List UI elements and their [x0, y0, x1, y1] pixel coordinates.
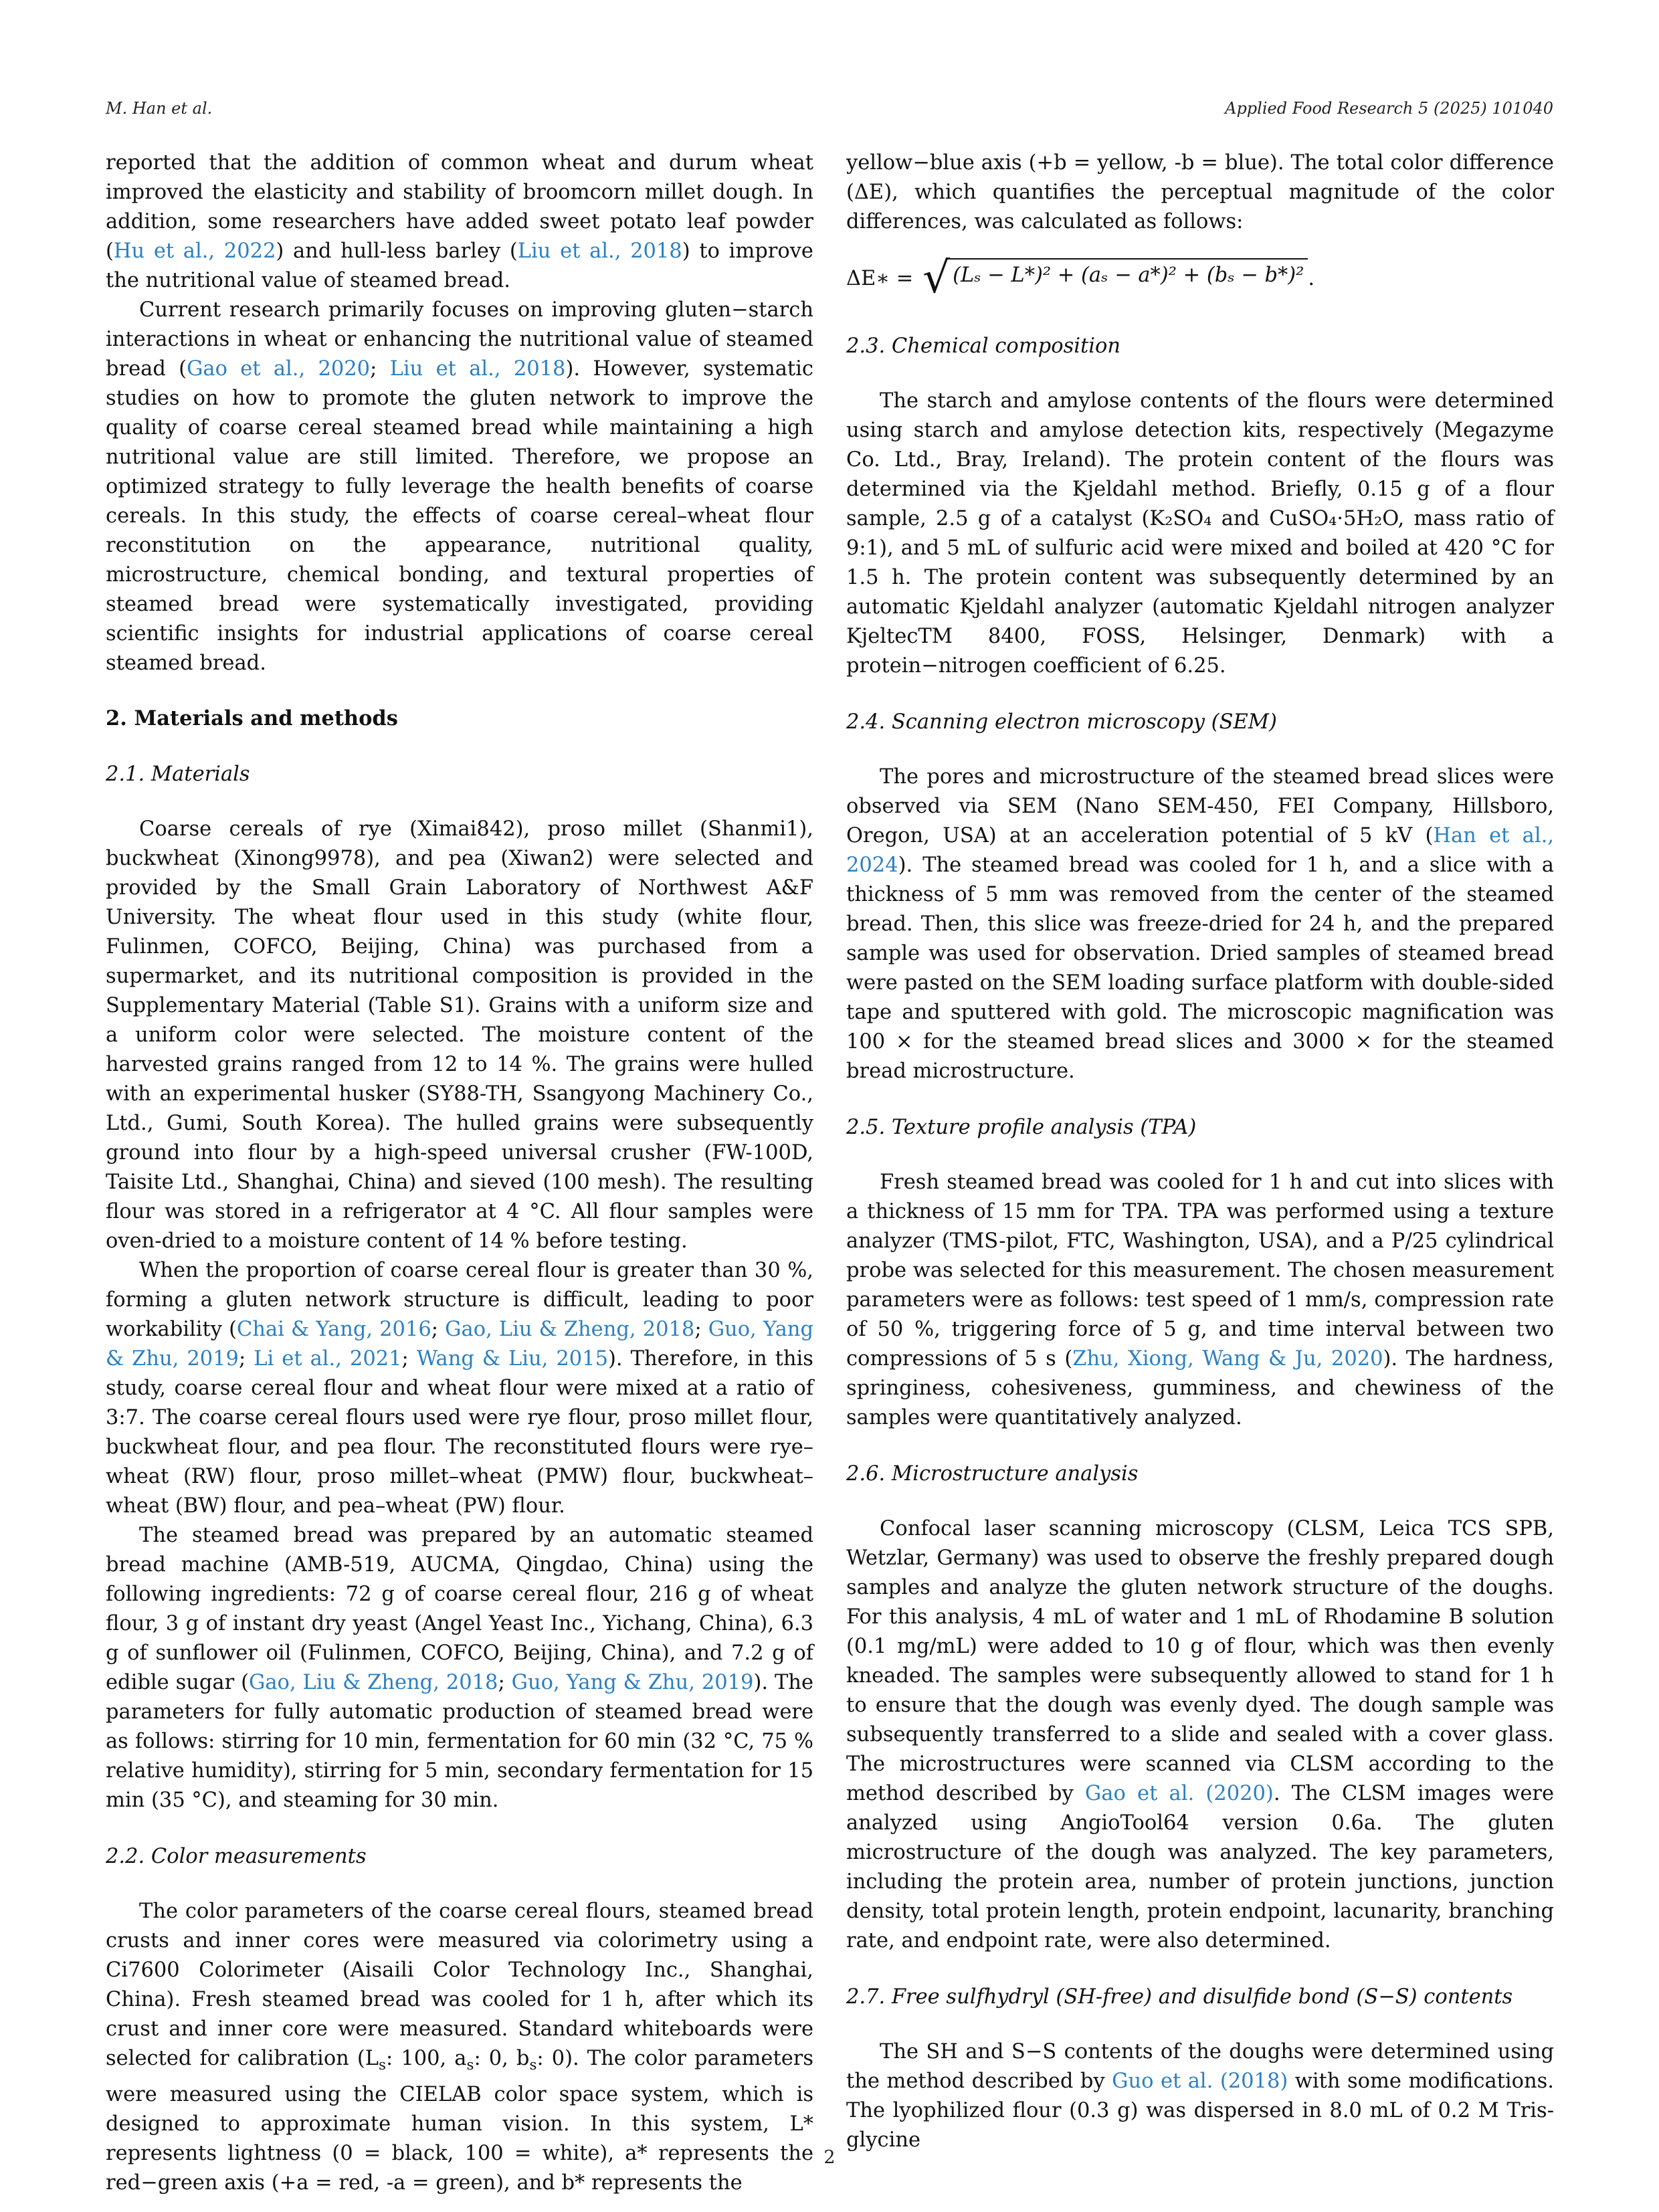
paragraph: The starch and amylose contents of the f… [846, 389, 1554, 678]
page-number: 2 [823, 2147, 836, 2168]
subsection-heading: 2.2. Color measurements [106, 1845, 367, 1868]
equation-lhs: ΔE∗ = [846, 266, 914, 290]
color-difference-equation: ΔE∗ = √ (Lₛ − L*)² + (aₛ − a*)² + (bₛ − … [846, 252, 1554, 305]
citation-link[interactable]: Gao, Liu & Zheng, 2018 [248, 1671, 498, 1694]
citation-link[interactable]: Hu et al., 2022 [113, 239, 276, 263]
paragraph: The SH and S−S contents of the doughs we… [846, 2040, 1554, 2152]
citation-link[interactable]: Chai & Yang, 2016 [236, 1318, 431, 1341]
subsection-heading: 2.4. Scanning electron microscopy (SEM) [846, 710, 1277, 734]
subsection-heading: 2.6. Microstructure analysis [846, 1462, 1139, 1486]
citation-link[interactable]: Han et al., 2024 [846, 824, 1555, 877]
paragraph: Fresh steamed bread was cooled for 1 h a… [846, 1171, 1554, 1429]
subsection-heading: 2.7. Free sulfhydryl (SH-free) and disul… [846, 1985, 1513, 2009]
equation-end: . [1308, 266, 1315, 290]
citation-link[interactable]: Wang & Liu, 2015 [416, 1347, 608, 1371]
paragraph: Confocal laser scanning microscopy (CLSM… [846, 1517, 1555, 1952]
paragraph: The steamed bread was prepared by an aut… [106, 1524, 814, 1812]
running-header-journal: Applied Food Research 5 (2025) 101040 [1225, 99, 1553, 118]
paragraph: The color parameters of the coarse cerea… [106, 1900, 814, 2195]
citation-link[interactable]: Guo, Yang & Zhu, 2019 [511, 1671, 754, 1694]
citation-link[interactable]: Gao, Liu & Zheng, 2018 [445, 1318, 695, 1341]
citation-link[interactable]: Gao et al., 2020 [187, 357, 371, 381]
square-root: √ (Lₛ − L*)² + (aₛ − a*)² + (bₛ − b*)² [922, 254, 1308, 303]
left-column: reported that the addition of common whe… [106, 148, 813, 2198]
subsection-heading: 2.3. Chemical composition [846, 334, 1120, 358]
paragraph: yellow−blue axis (+b = yellow, -b = blue… [846, 151, 1554, 233]
section-heading: 2. Materials and methods [106, 706, 398, 730]
paragraph: When the proportion of coarse cereal flo… [106, 1259, 813, 1518]
paragraph: Coarse cereals of rye (Ximai842), proso … [106, 817, 813, 1253]
citation-link[interactable]: Zhu, Xiong, Wang & Ju, 2020 [1072, 1347, 1383, 1371]
citation-link[interactable]: Guo, Yang & Zhu, 2019 [106, 1318, 813, 1371]
radical-sign-icon: √ [922, 254, 951, 303]
citation-link[interactable]: Liu et al., 2018 [389, 357, 566, 381]
citation-link[interactable]: Guo et al. (2018) [1112, 2070, 1288, 2093]
equation-radicand: (Lₛ − L*)² + (aₛ − a*)² + (bₛ − b*)² [949, 258, 1308, 298]
citation-link[interactable]: Liu et al., 2018 [517, 239, 682, 263]
right-column: yellow−blue axis (+b = yellow, -b = blue… [846, 148, 1554, 2155]
citation-link[interactable]: Gao et al. (2020) [1084, 1782, 1274, 1805]
citation-link[interactable]: Li et al., 2021 [254, 1347, 402, 1371]
subsection-heading: 2.1. Materials [106, 763, 250, 786]
paragraph: reported that the addition of common whe… [106, 151, 813, 292]
running-header-authors: M. Han et al. [106, 99, 213, 118]
subsection-heading: 2.5. Texture profile analysis (TPA) [846, 1116, 1197, 1139]
paragraph: The pores and microstructure of the stea… [846, 765, 1555, 1083]
paragraph: Current research primarily focuses on im… [106, 298, 813, 675]
